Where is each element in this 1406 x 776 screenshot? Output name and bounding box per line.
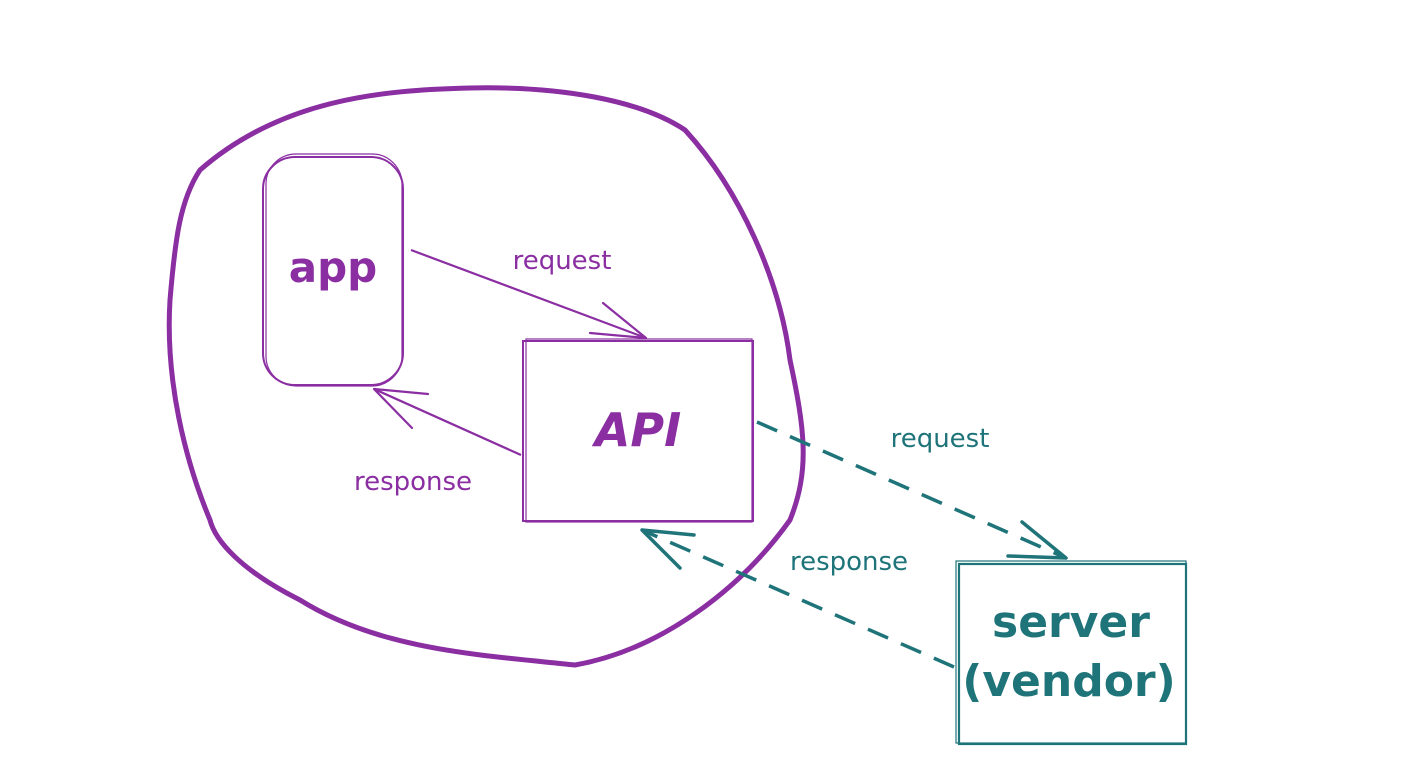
edge-server-to-api: response xyxy=(640,528,955,669)
api-label: API xyxy=(592,403,681,457)
edge-api-to-server-line xyxy=(756,420,1067,560)
edge-app-to-api-line xyxy=(410,248,647,340)
edge-api-to-server-arrowhead xyxy=(1006,520,1068,560)
api-box xyxy=(522,340,754,522)
edge-app-to-api-label: request xyxy=(513,246,612,276)
server-box xyxy=(957,562,1188,746)
server-label-line2: (vendor) xyxy=(962,656,1176,707)
app-box xyxy=(262,156,404,386)
system-boundary-outline xyxy=(166,85,806,668)
server-label-line1: server xyxy=(992,597,1150,648)
edge-api-to-server-label: request xyxy=(891,424,990,454)
edge-server-to-api-arrowhead xyxy=(640,528,696,570)
api-node: API xyxy=(522,338,754,523)
edge-api-to-app: response xyxy=(354,387,522,497)
server-box-sketch xyxy=(955,560,1187,744)
edge-api-to-app-arrowhead xyxy=(372,387,430,430)
app-label: app xyxy=(289,243,377,292)
system-boundary xyxy=(166,85,806,668)
api-box-sketch xyxy=(525,338,753,523)
app-node: app xyxy=(262,153,404,387)
app-box-sketch xyxy=(265,153,403,387)
server-node: server (vendor) xyxy=(955,560,1188,746)
edge-server-to-api-line xyxy=(641,528,955,669)
edge-api-to-app-label: response xyxy=(354,467,472,497)
edge-api-to-server: request xyxy=(756,420,1068,560)
edge-app-to-api-arrowhead xyxy=(588,301,648,340)
edge-app-to-api: request xyxy=(410,246,648,340)
edge-api-to-app-line xyxy=(373,387,522,457)
edge-server-to-api-label: response xyxy=(790,547,908,577)
